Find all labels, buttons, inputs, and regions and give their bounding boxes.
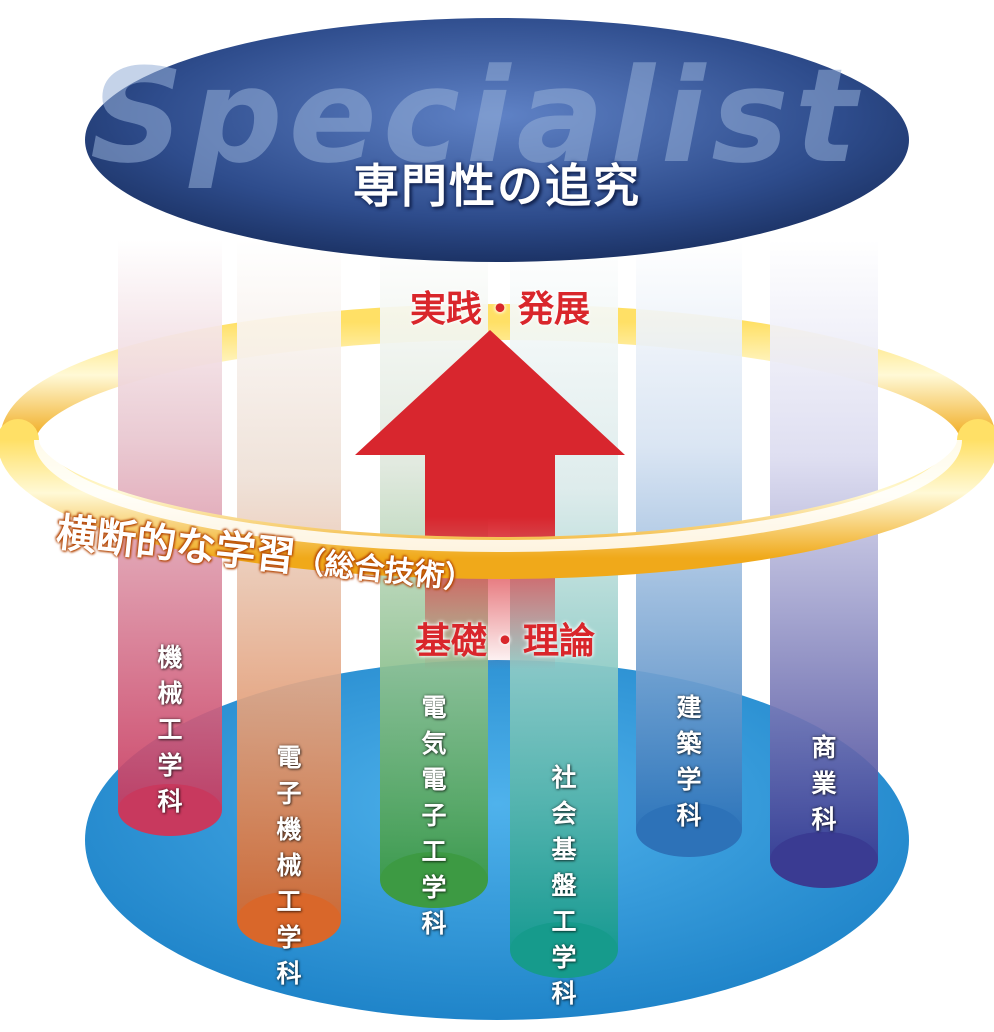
department-label-electrical: 電気電子工学科 bbox=[421, 693, 447, 938]
arrow-bottom-label: 基礎・理論 bbox=[414, 621, 595, 662]
department-label-electromechanical: 電子機械工学科 bbox=[276, 743, 302, 988]
column-electromechanical-base bbox=[237, 892, 341, 948]
department-label-architecture: 建築学科 bbox=[676, 693, 702, 830]
top-disc bbox=[85, 18, 909, 262]
department-label-commerce: 商業科 bbox=[811, 733, 837, 834]
department-label-civil: 社会基盤工学科 bbox=[551, 763, 577, 1008]
column-civil-base bbox=[510, 922, 618, 978]
department-label-mechanical: 機械工学科 bbox=[157, 643, 183, 816]
ring-front-highlight bbox=[34, 439, 962, 552]
upward-arrow bbox=[355, 330, 625, 670]
diagram-title: 専門性の追究 bbox=[353, 159, 641, 213]
column-electromechanical bbox=[237, 240, 341, 920]
arrow-top-label: 実践・発展 bbox=[409, 289, 590, 330]
ring-back bbox=[0, 304, 994, 458]
specialist-watermark: Specialist bbox=[90, 40, 863, 192]
column-architecture-base bbox=[636, 803, 742, 857]
column-mechanical-base bbox=[118, 784, 222, 836]
column-commerce-base bbox=[770, 832, 878, 888]
ring-front bbox=[0, 419, 994, 579]
column-electrical-base bbox=[380, 852, 488, 908]
